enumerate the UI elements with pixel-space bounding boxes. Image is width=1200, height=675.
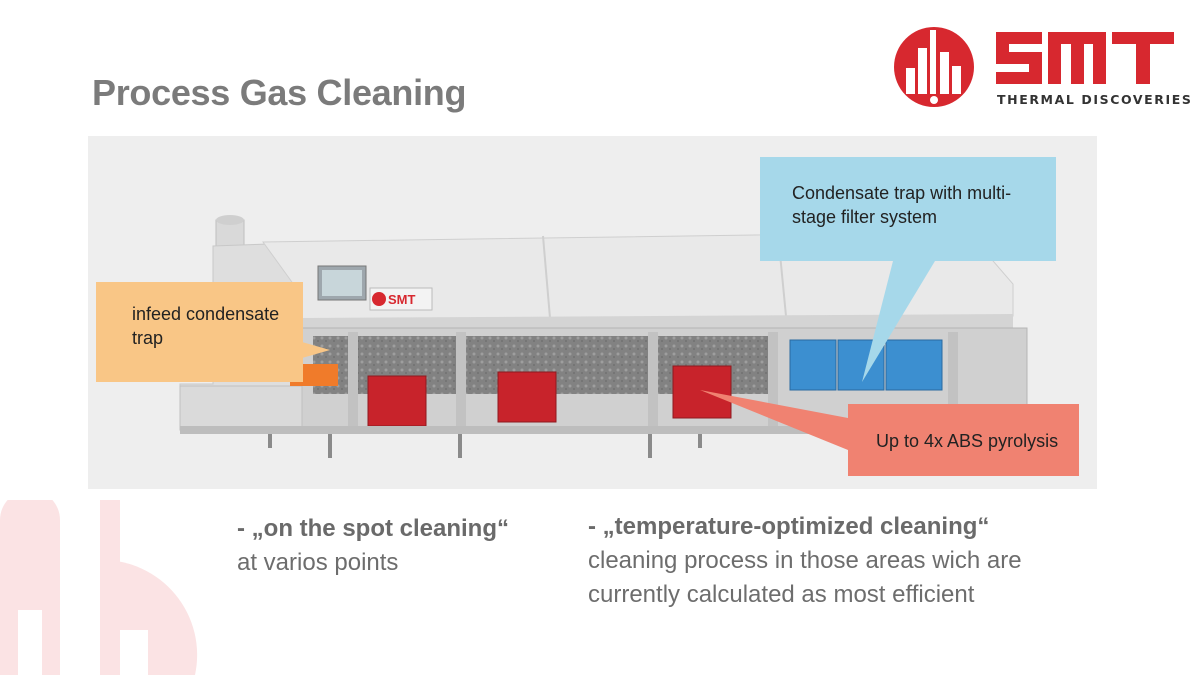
smt-wordmark <box>996 32 1174 84</box>
callout-condensate-text: Condensate trap with multi-stage filter … <box>792 183 1012 227</box>
smt-logo-mark-icon <box>894 27 974 107</box>
callout-pyrolysis-text: Up to 4x ABS pyrolysis <box>876 431 1059 451</box>
bullet-right-text: cleaning process in those areas wich are… <box>588 547 1022 608</box>
callout-infeed-text: infeed condensate trap <box>132 304 280 348</box>
smt-logo <box>894 27 1174 107</box>
callout-condensate-trap-filter: Condensate trap with multi-stage filter … <box>760 157 1056 261</box>
callout-abs-pyrolysis: Up to 4x ABS pyrolysis <box>848 404 1079 476</box>
bullet-on-the-spot: - „on the spot cleaning“ at varios point… <box>237 512 557 580</box>
bullet-left-text: at varios points <box>237 549 399 576</box>
background-logo-mark-icon <box>0 500 198 675</box>
bullet-left-heading: - „on the spot cleaning“ <box>237 515 510 542</box>
bullet-temperature-optimized: - „temperature-optimized cleaning“ clean… <box>588 510 1048 612</box>
logo-tagline: THERMAL DISCOVERIES <box>997 92 1193 107</box>
slide-title: Process Gas Cleaning <box>92 72 467 113</box>
bullet-right-heading: - „temperature-optimized cleaning“ <box>588 513 990 540</box>
machine-badge-text: SMT <box>388 292 416 307</box>
callout-infeed-condensate-trap: infeed condensate trap <box>96 282 303 382</box>
